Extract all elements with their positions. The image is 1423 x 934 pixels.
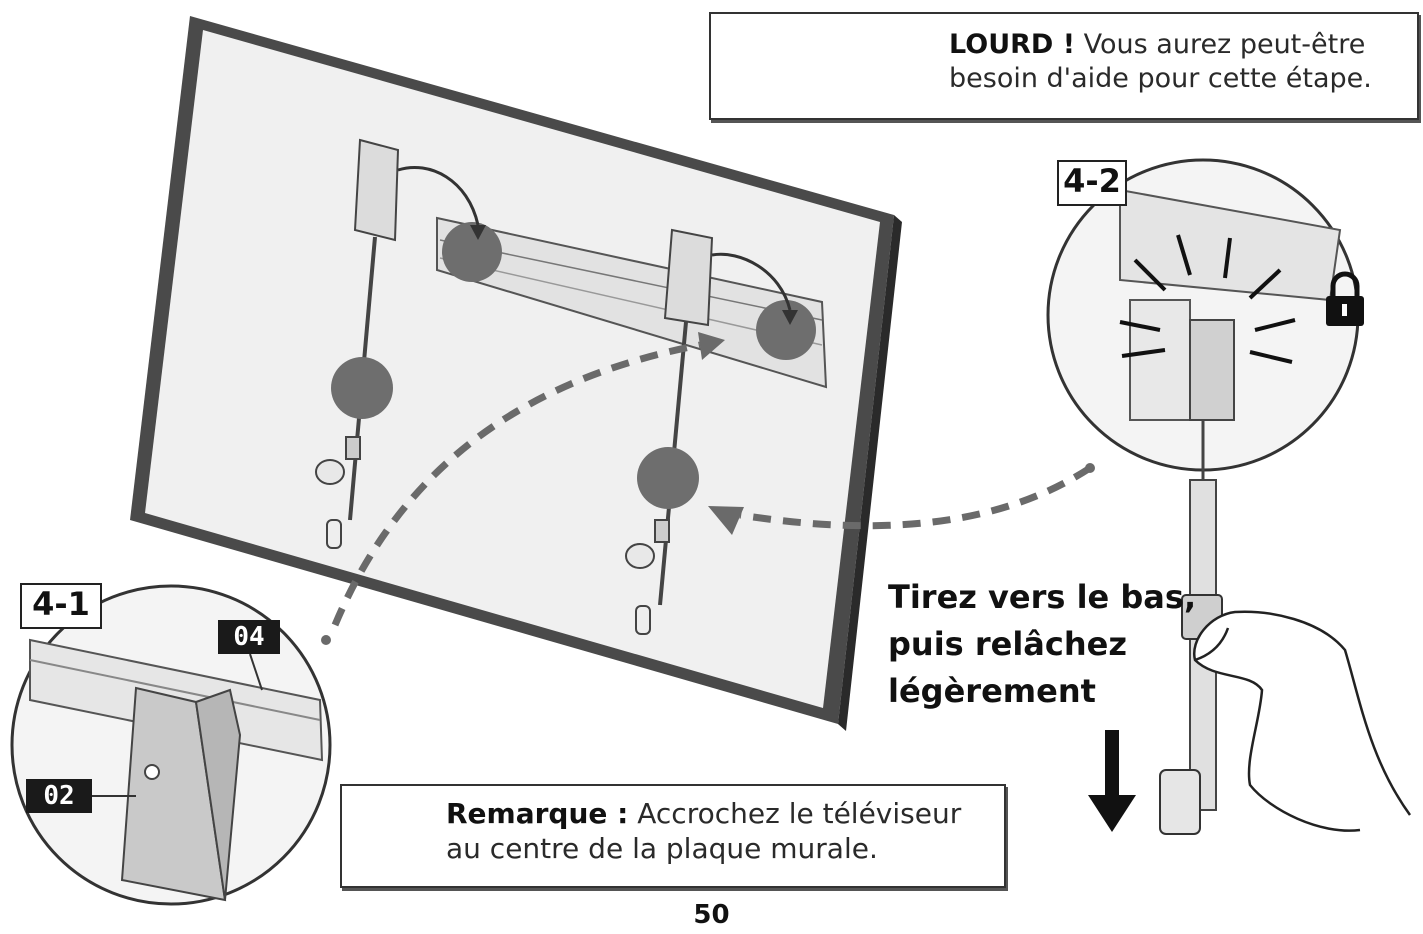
tv-screen: [130, 16, 902, 731]
pull-instruction-line-3: légèrement: [888, 672, 1096, 710]
highlight-circles: [331, 222, 816, 509]
note-title: Remarque :: [446, 797, 629, 830]
step-label-4-2: 4-2: [1057, 160, 1127, 206]
hand: [1192, 610, 1412, 832]
pull-instruction: Tirez vers le bas, puis relâchez légèrem…: [888, 574, 1208, 715]
arrow-down-icon: [1088, 730, 1136, 832]
curved-arrows: [397, 165, 792, 311]
dashed-arrows: [331, 341, 1092, 627]
note-body: Accrochez le téléviseur au centre de la …: [446, 797, 962, 865]
part-tag-04: 04: [218, 620, 280, 654]
heavy-warning-body: Vous aurez peut-être besoin d'aide pour …: [949, 29, 1372, 94]
part-tag-02: 02: [26, 779, 92, 813]
heavy-warning-box: LOURD ! Vous aurez peut-être besoin d'ai…: [709, 12, 1419, 120]
detail-circle-4-1: [10, 584, 332, 906]
page-number: 50: [693, 900, 730, 930]
lock-icon: [1326, 271, 1364, 326]
step-label-4-1: 4-1: [20, 583, 102, 629]
bracket-left: [315, 138, 400, 549]
note-box: Remarque : Accrochez le téléviseur au ce…: [340, 784, 1006, 888]
note-text: Remarque : Accrochez le téléviseur au ce…: [446, 796, 1002, 866]
pull-instruction-line-2: puis relâchez: [888, 625, 1127, 663]
pull-instruction-line-1: Tirez vers le bas,: [888, 578, 1197, 616]
heavy-warning-text: LOURD ! Vous aurez peut-être besoin d'ai…: [949, 28, 1419, 96]
heavy-warning-title: LOURD !: [949, 29, 1076, 60]
